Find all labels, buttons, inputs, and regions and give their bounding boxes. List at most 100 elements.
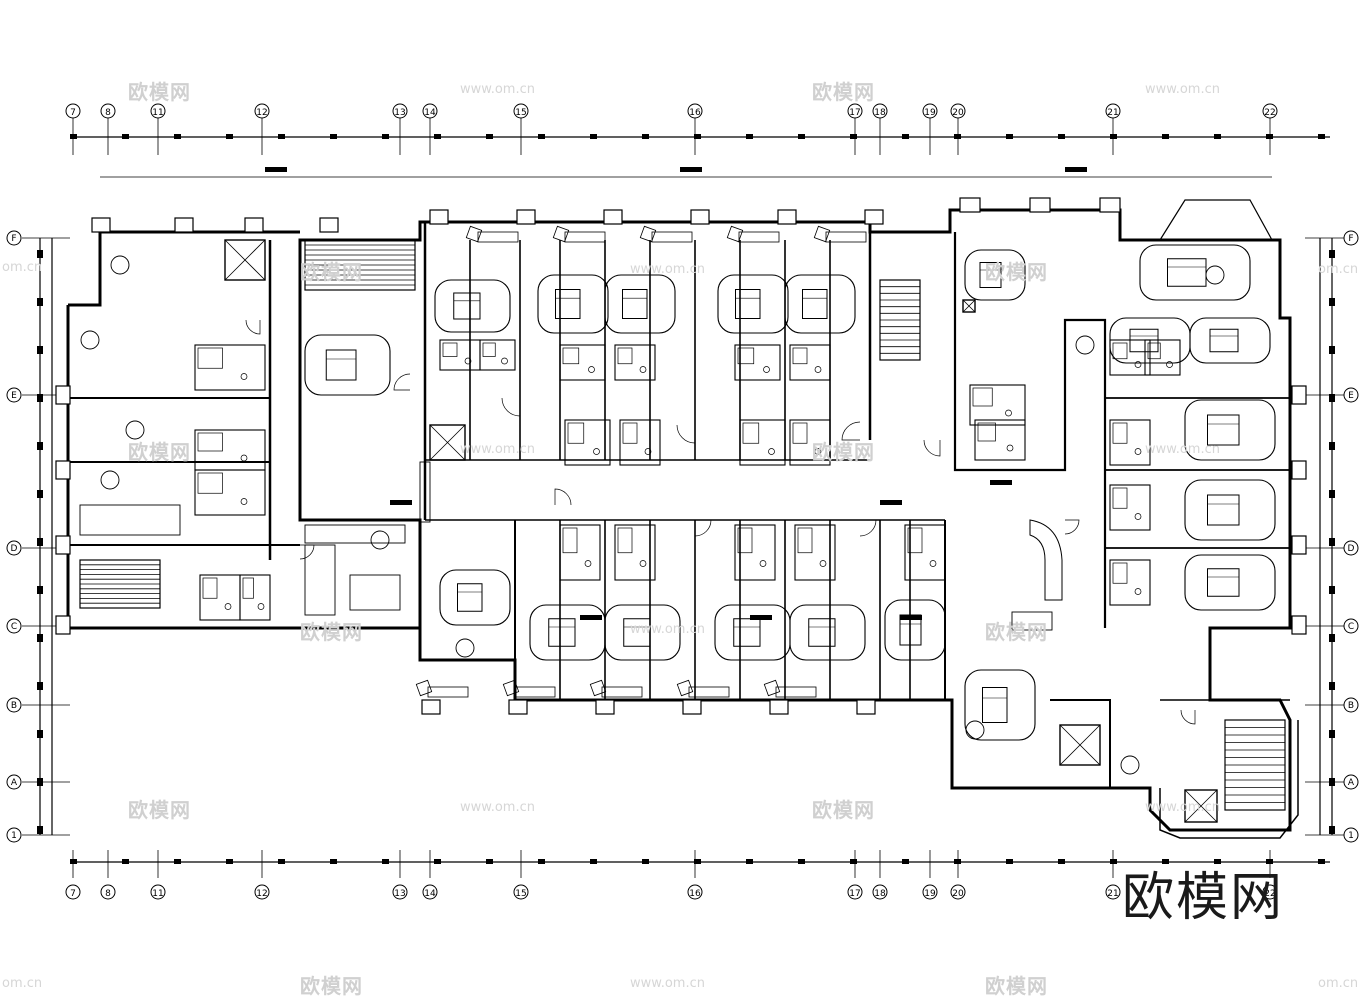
- dimension-tick: [746, 134, 753, 139]
- dimension-tick: [850, 859, 857, 864]
- column: [1291, 460, 1307, 480]
- bed: [548, 618, 576, 647]
- dimension-tick: [1058, 134, 1065, 139]
- grid-bubble-label: 14: [424, 889, 436, 899]
- grid-bubble-label: 17: [849, 889, 860, 899]
- grid-bubble: [687, 884, 703, 900]
- dimension-tick: [798, 859, 805, 864]
- toilet: [464, 357, 472, 365]
- elevator: [1059, 724, 1101, 766]
- toilet: [1006, 444, 1014, 452]
- bathtub: [567, 422, 585, 444]
- chair: [415, 679, 433, 697]
- sofa: [427, 686, 469, 698]
- guest-room-outline: [884, 599, 946, 661]
- column: [864, 209, 884, 225]
- door-swing: [554, 488, 572, 506]
- bathroom: [194, 429, 266, 471]
- door-swing: [1180, 709, 1196, 725]
- column: [55, 385, 71, 405]
- toilet: [1134, 513, 1142, 520]
- dimension-tick: [37, 634, 43, 642]
- bathtub: [242, 577, 254, 599]
- door-swing: [859, 519, 877, 537]
- bathtub: [197, 347, 223, 369]
- dimension-tick: [330, 859, 337, 864]
- grid-bubble: [150, 884, 166, 900]
- door-swing: [694, 519, 712, 537]
- column: [508, 699, 528, 715]
- column: [421, 699, 441, 715]
- bathtub: [617, 347, 633, 365]
- grid-bubble: [847, 884, 863, 900]
- grid-bubble: [847, 103, 863, 119]
- dimension-tick: [226, 134, 233, 139]
- grid-bubble-label: 8: [105, 889, 111, 899]
- grid-bubble: [392, 884, 408, 900]
- toilet: [1134, 361, 1142, 368]
- dimension-tick: [1110, 859, 1117, 864]
- label-block: [680, 167, 702, 172]
- grid-bubble: [254, 884, 270, 900]
- grid-bubble: [1262, 103, 1278, 119]
- toilet: [501, 357, 508, 365]
- toilet: [593, 448, 600, 455]
- column: [91, 217, 111, 233]
- toilet: [1134, 448, 1142, 455]
- wall: [1050, 699, 1111, 788]
- label-block: [900, 615, 922, 620]
- bed: [1167, 258, 1207, 287]
- grid-bubble-label: 15: [515, 889, 526, 899]
- dimension-tick: [1058, 859, 1065, 864]
- bathtub: [1147, 342, 1161, 360]
- bathroom: [194, 344, 266, 391]
- grid-bubble-label: 17: [849, 108, 860, 118]
- round-table: [110, 255, 130, 275]
- dimension-tick: [486, 134, 493, 139]
- column: [319, 217, 339, 233]
- elevator: [1184, 789, 1218, 823]
- dimension-tick: [1329, 586, 1335, 594]
- grid-bubble: [922, 103, 938, 119]
- toilet: [240, 498, 248, 505]
- dimension-tick: [37, 490, 43, 498]
- grid-bubble-label: 18: [874, 108, 886, 118]
- label-block: [265, 167, 287, 172]
- bathroom: [1109, 419, 1151, 466]
- dimension-tick: [37, 394, 43, 402]
- dimension-tick: [694, 134, 701, 139]
- bathtub: [197, 432, 223, 452]
- column: [856, 699, 876, 715]
- dimension-tick: [278, 134, 285, 139]
- guest-room-outline: [784, 274, 856, 334]
- bathtub: [617, 527, 633, 554]
- elevator: [962, 299, 976, 313]
- fixture: [349, 574, 401, 611]
- dimension-tick: [1318, 859, 1325, 864]
- grid-bubble: [6, 774, 22, 790]
- bathroom: [1144, 339, 1181, 376]
- grid-bubble: [100, 884, 116, 900]
- toilet: [644, 448, 652, 455]
- dimension-tick: [538, 859, 545, 864]
- wall: [68, 230, 300, 307]
- grid-bubble: [513, 103, 529, 119]
- grid-bubble: [6, 387, 22, 403]
- column: [595, 699, 615, 715]
- dimension-tick: [70, 859, 77, 864]
- elevator-x: [429, 424, 466, 461]
- grid-bubble-label: 19: [924, 108, 936, 118]
- grid-bubble-label: 12: [256, 108, 267, 118]
- sofa: [688, 686, 730, 698]
- grid-bubble-label: 11: [152, 889, 163, 899]
- bathroom: [559, 524, 601, 581]
- bathroom: [199, 574, 241, 621]
- toilet: [1134, 588, 1142, 595]
- dimension-tick: [226, 859, 233, 864]
- round-table: [1075, 335, 1095, 355]
- dimension-tick: [174, 859, 181, 864]
- chair: [589, 679, 607, 697]
- bathtub: [442, 342, 458, 357]
- bathtub: [797, 527, 813, 554]
